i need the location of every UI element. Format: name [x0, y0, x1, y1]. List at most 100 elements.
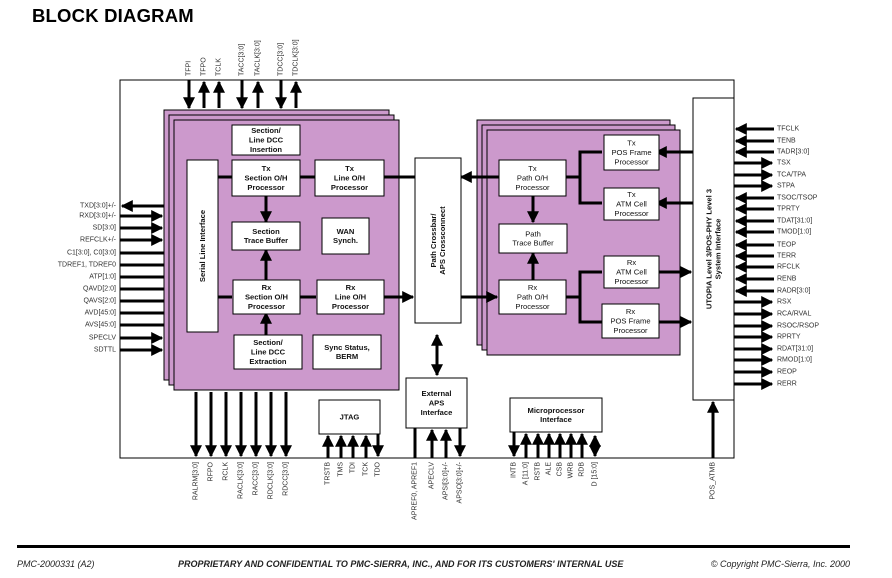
pin-label: APSO[3:0]+/-	[457, 461, 464, 503]
block-label: WAN	[337, 227, 355, 236]
pin-label: TACLK[3:0]	[255, 40, 262, 76]
pin-label: TSOC/TSOP	[777, 195, 818, 202]
block-label: Rx	[528, 283, 537, 292]
block-label: Rx	[626, 307, 635, 316]
pin-label: RSX	[777, 299, 792, 306]
block-label: Trace Buffer	[244, 236, 288, 245]
pin-label: TMS	[338, 462, 345, 477]
footer-copyright: © Copyright PMC-Sierra, Inc. 2000	[710, 559, 850, 569]
block-label: Processor	[332, 302, 369, 311]
pin-label: ATP[1:0]	[89, 274, 116, 281]
pin-label: C1[3:0], C0[3:0]	[67, 250, 116, 257]
pin-label: RMOD[1:0]	[777, 357, 812, 364]
block-label: Rx	[627, 258, 636, 267]
block-label: Line DCC	[249, 136, 284, 145]
pin-label: TDO	[375, 461, 382, 476]
pin-label: RENB	[777, 276, 797, 283]
pin-label: REFCLK+/-	[80, 237, 117, 244]
pin-label: TCK	[363, 462, 370, 476]
block-label: Serial Line Interface	[198, 210, 207, 282]
block-label: Rx	[262, 283, 272, 292]
block-label: Interface	[540, 415, 572, 424]
pin-label: RACC[3:0]	[253, 462, 260, 496]
block-label: Extraction	[249, 357, 286, 366]
block-label: Processor	[247, 183, 284, 192]
pin-label: TEOP	[777, 242, 796, 249]
pin-label: AVD[45:0]	[85, 310, 116, 317]
pin-label: RSTB	[535, 462, 542, 481]
pin-label: TFCLK	[777, 126, 800, 133]
pin-label: RDB	[579, 462, 586, 477]
block-label: Path O/H	[517, 293, 548, 302]
pin-label: APREF0, APREF1	[412, 462, 419, 520]
pin-label: TXD[3:0]+/-	[80, 203, 117, 210]
pin-label: WRB	[568, 462, 575, 479]
pin-label: TERR	[777, 253, 796, 260]
block-label: Line O/H	[334, 174, 365, 183]
pin-label: TFPO	[201, 57, 208, 76]
pin-label: A [11:0]	[523, 462, 530, 485]
block-label: Processor	[248, 302, 285, 311]
pin-label: RCA/RVAL	[777, 311, 811, 318]
pin-label: TDCLK[3:0]	[293, 39, 300, 76]
block-label: UTOPIA Level 3/POS-PHY Level 3	[704, 189, 713, 309]
pin-label: SDTTL	[94, 347, 116, 354]
pin-label: RALRM[3:0]	[193, 462, 200, 500]
pin-label: RDCLK[3:0]	[268, 462, 275, 499]
pin-label: TFPI	[186, 61, 193, 76]
block-label: Processor	[614, 157, 649, 166]
pin-label: RPRTY	[777, 334, 801, 341]
block-label: Section	[252, 227, 280, 236]
pin-label: POS_ATMB	[710, 462, 717, 500]
block-label: Line DCC	[251, 348, 286, 357]
block-label: Tx	[528, 164, 537, 173]
block-sync-status: Sync Status,BERM	[312, 334, 382, 370]
pin-label: TDCC[3:0]	[278, 43, 285, 76]
pin-label: TCLK	[216, 58, 223, 76]
block-label: Sync Status,	[324, 343, 370, 352]
block-label: Path	[525, 229, 541, 238]
block-label: Tx	[262, 164, 272, 173]
block-label: ATM Cell	[616, 200, 647, 209]
block-label: ATM Cell	[616, 268, 647, 277]
pin-label: ALE	[546, 462, 553, 476]
pin-label: TCA/TPA	[777, 172, 806, 179]
pin-label: INTB	[511, 462, 518, 478]
block-label: APS	[429, 399, 445, 408]
block-label: Section O/H	[244, 174, 287, 183]
block-label: Insertion	[250, 145, 282, 154]
block-label: Tx	[345, 164, 355, 173]
pin-label: RACLK[3:0]	[238, 462, 245, 499]
pin-label: TMOD[1:0]	[777, 229, 811, 236]
block-label: Microprocessor	[528, 406, 585, 415]
block-label: Processor	[515, 302, 550, 311]
block-label: Tx	[627, 139, 636, 148]
block-label: Processor	[614, 277, 649, 286]
pin-label: RDAT[31:0]	[777, 346, 813, 353]
pin-label: RFPO	[208, 461, 215, 481]
pin-label: TDAT[31:0]	[777, 218, 812, 225]
block-label: Line O/H	[335, 293, 366, 302]
block-label: Section/	[251, 126, 281, 135]
pin-label: AVS[45:0]	[85, 322, 116, 329]
page-title: BLOCK DIAGRAM	[32, 5, 194, 26]
block-label: BERM	[336, 352, 358, 361]
block-jtag: JTAG	[318, 399, 381, 435]
pin-label: QAVD[2:0]	[83, 286, 116, 293]
block-serial-line-interface: Serial Line Interface	[186, 159, 219, 333]
pin-label: RADR[3:0]	[777, 288, 811, 295]
block-label: JTAG	[340, 413, 360, 422]
